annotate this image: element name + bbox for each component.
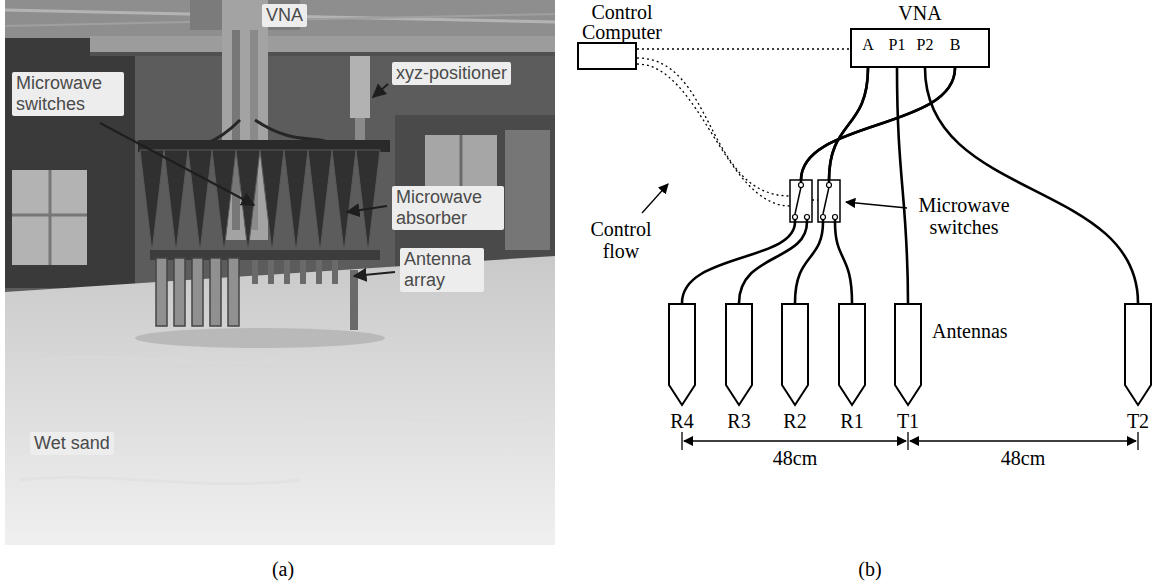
antenna: R2: [775, 303, 815, 431]
dimension: 48cm: [988, 447, 1058, 469]
antenna-label: T2: [1118, 411, 1158, 431]
part-label: Microwave switches: [12, 72, 124, 116]
antenna-outline: [832, 303, 872, 407]
antenna: T1: [888, 303, 928, 431]
port-name: P2: [910, 36, 940, 54]
device-name: VNA: [850, 2, 990, 24]
microwave-switch: [818, 180, 840, 222]
antenna-outline: [662, 303, 702, 407]
antenna-shape: [782, 304, 808, 405]
antenna: R3: [719, 303, 759, 431]
port-name: B: [940, 36, 970, 54]
computer-box-outline: [577, 42, 637, 70]
part-label: Wet sand: [30, 432, 114, 455]
port-name: P1: [882, 36, 912, 54]
antenna-outline: [775, 303, 815, 407]
antenna-shape: [669, 304, 695, 405]
antenna-outline: [888, 303, 928, 407]
computer-box: Control Computer: [574, 2, 670, 70]
part-label: xyz-positioner: [392, 62, 511, 85]
antenna-shape: [839, 304, 865, 405]
antenna-label: R1: [832, 411, 872, 431]
device-name: Control Computer: [574, 2, 670, 42]
antenna-label: R2: [775, 411, 815, 431]
antenna-label: T1: [888, 411, 928, 431]
photo-leaders: [100, 84, 395, 276]
part-label: Antenna array: [400, 248, 484, 292]
rf-cable: [897, 68, 908, 303]
antenna: T2: [1118, 303, 1158, 431]
antenna: R4: [662, 303, 702, 431]
antenna-outline: [719, 303, 759, 407]
dimension: 48cm: [760, 447, 830, 469]
label-arrow: [846, 202, 907, 208]
part-label: Microwave absorber: [392, 186, 504, 230]
annotation: Microwave switches: [912, 194, 1016, 238]
annotation: Control flow: [584, 218, 658, 262]
label-arrow: [642, 184, 668, 213]
antenna-label: R3: [719, 411, 759, 431]
rf-cable: [739, 68, 955, 303]
antenna-shape: [1125, 304, 1151, 405]
antenna: R1: [832, 303, 872, 431]
antenna-outline: [1118, 303, 1158, 407]
antenna-shape: [726, 304, 752, 405]
vna-box: VNA: [850, 2, 990, 68]
dimension-lines: [682, 432, 1138, 450]
antenna-shape: [895, 304, 921, 405]
microwave-switch: [790, 180, 812, 222]
panel-label: (b): [840, 558, 900, 580]
rf-cable: [925, 68, 1138, 303]
control-link: [637, 48, 850, 49]
rf-cable: [682, 68, 955, 303]
panel-label: (a): [253, 558, 313, 580]
antenna-label: R4: [662, 411, 702, 431]
port-name: A: [853, 36, 883, 54]
annotation: Antennas: [932, 320, 1008, 342]
part-label: VNA: [262, 4, 307, 27]
